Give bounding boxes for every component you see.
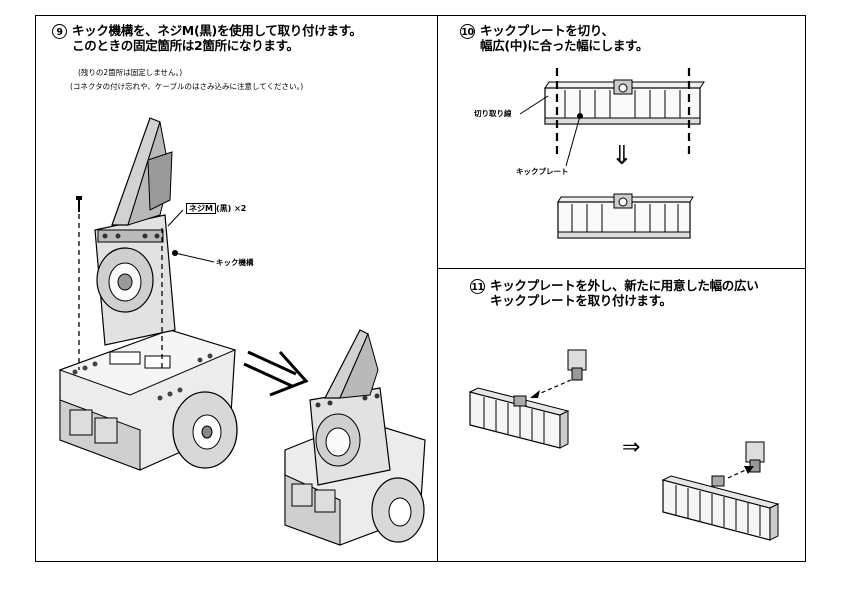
screw-qty: ×2	[234, 204, 247, 213]
step9-line2: このときの固定箇所は2箇所になります。	[72, 38, 299, 53]
screw-name: ネジM	[186, 203, 216, 214]
step9-note1: (残りの2箇所は固定しません。)	[78, 68, 183, 77]
step11-line2: キックプレートを取り付けます。	[490, 293, 672, 308]
row-divider	[437, 268, 806, 269]
step11-line1: キックプレートを外し、新たに用意した幅の広い	[490, 278, 759, 293]
page-frame	[35, 15, 806, 562]
right-arrow-icon: ⇒	[622, 435, 641, 460]
column-divider	[437, 15, 438, 562]
step9-note2: (コネクタの付け忘れや、ケーブルのはさみ込みに注意してください。)	[70, 82, 304, 91]
down-arrow-icon: ⇓	[611, 141, 633, 171]
screw-label: ネジM(黒) ×2	[186, 203, 246, 214]
step9-line1: キック機構を、ネジM(黒)を使用して取り付けます。	[72, 23, 362, 38]
kick-plate-label: キックプレート	[516, 167, 569, 176]
step10-line2: 幅広(中)に合った幅にします。	[480, 38, 649, 53]
kick-mechanism-label: キック機構	[216, 258, 254, 267]
screw-color: (黒)	[215, 204, 232, 213]
step10-line1: キックプレートを切り、	[480, 23, 614, 38]
cut-line-label: 切り取り線	[474, 109, 512, 118]
